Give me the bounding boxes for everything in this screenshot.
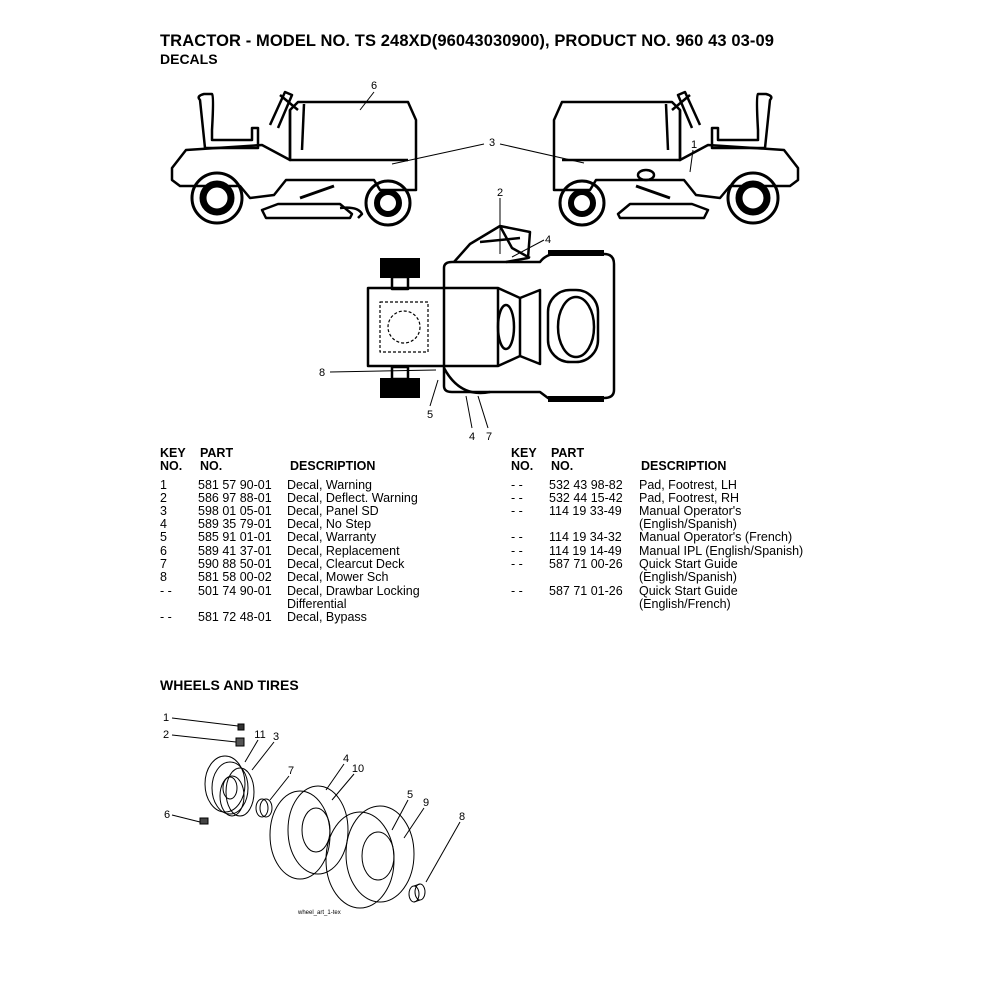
page-title: TRACTOR - MODEL NO. TS 248XD(96043030900… <box>160 32 775 50</box>
tractor-side-right-illustration <box>552 90 800 227</box>
callout-8: 8 <box>319 367 325 379</box>
wheel-callout-4: 4 <box>343 753 349 765</box>
wheels-exploded-diagram: 1 2 11 3 7 4 10 5 9 8 6 wheel_art_1-tex <box>163 712 465 916</box>
wheel-callout-leader-lines <box>171 717 461 883</box>
wheel-callout-8: 8 <box>459 811 465 823</box>
callout-5: 5 <box>427 409 433 421</box>
section-title-decals: DECALS <box>160 51 218 67</box>
wheel-callout-11: 11 <box>254 729 265 741</box>
callout-3: 3 <box>489 137 495 149</box>
decals-diagram: 6 3 1 2 4 8 5 4 7 <box>170 80 800 443</box>
tractor-top-view-illustration <box>366 224 616 402</box>
wheel-callout-6: 6 <box>164 809 170 821</box>
callout-2: 2 <box>497 187 503 199</box>
wheel-callout-5: 5 <box>407 789 413 801</box>
callout-4-top: 4 <box>545 234 551 246</box>
art-label: wheel_art_1-tex <box>297 910 341 916</box>
callout-leader-lines <box>329 91 694 429</box>
callout-1: 1 <box>691 139 697 151</box>
callout-6: 6 <box>371 80 377 92</box>
tractor-side-left-illustration <box>170 90 418 227</box>
wheel-callout-9: 9 <box>423 797 429 809</box>
wheel-callout-7: 7 <box>288 765 294 777</box>
front-tire-illustration <box>269 785 349 880</box>
left-header-description: DESCRIPTION <box>290 459 376 473</box>
section-title-wheels: WHEELS AND TIRES <box>160 677 299 693</box>
wheel-callout-1: 1 <box>163 712 169 724</box>
rear-tire-illustration <box>325 805 415 909</box>
callout-7: 7 <box>486 431 492 443</box>
wheel-callout-3: 3 <box>273 731 279 743</box>
right-header-description: DESCRIPTION <box>641 459 727 473</box>
callout-4-bottom: 4 <box>469 431 475 443</box>
wheel-callout-2: 2 <box>163 729 169 741</box>
wheel-callout-10: 10 <box>352 763 364 775</box>
wheel-rim-illustration <box>204 755 255 817</box>
